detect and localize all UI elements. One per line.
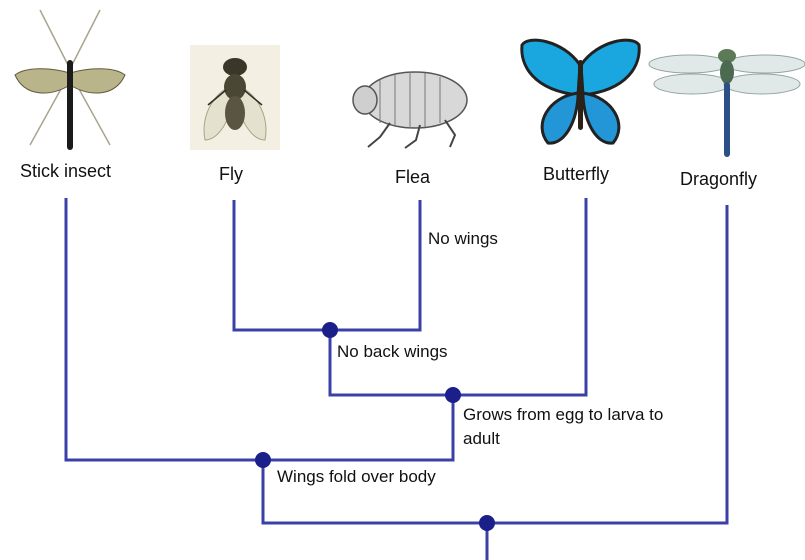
taxon-label-butterfly: Butterfly bbox=[543, 164, 609, 186]
node-egg-larva-adult bbox=[445, 387, 461, 403]
branch-dragonfly bbox=[487, 205, 727, 523]
flea-icon bbox=[350, 65, 475, 150]
branch-flea bbox=[330, 200, 420, 330]
branch-fly-flea-stem bbox=[330, 330, 453, 395]
taxon-label-dragonfly: Dragonfly bbox=[680, 169, 757, 191]
branch-butterfly bbox=[453, 198, 586, 395]
taxon-label-flea: Flea bbox=[395, 167, 430, 189]
node-root bbox=[479, 515, 495, 531]
taxon-label-stick-insect: Stick insect bbox=[20, 161, 111, 183]
taxon-label-fly: Fly bbox=[219, 164, 243, 186]
trait-wings-fold: Wings fold over body bbox=[277, 467, 436, 487]
trait-no-wings: No wings bbox=[428, 229, 498, 249]
branch-fly bbox=[234, 200, 330, 330]
branch-holometabola-stem bbox=[263, 395, 453, 460]
node-no-back-wings bbox=[322, 322, 338, 338]
dragonfly-icon bbox=[647, 42, 805, 160]
butterfly-icon bbox=[518, 35, 643, 150]
trait-egg-larva-adult-line2: adult bbox=[463, 429, 500, 449]
node-wings-fold bbox=[255, 452, 271, 468]
trait-egg-larva-adult-line1: Grows from egg to larva to bbox=[463, 405, 663, 425]
stick-insect-icon bbox=[10, 5, 130, 155]
trait-no-back-wings: No back wings bbox=[337, 342, 448, 362]
fly-icon bbox=[190, 45, 280, 150]
